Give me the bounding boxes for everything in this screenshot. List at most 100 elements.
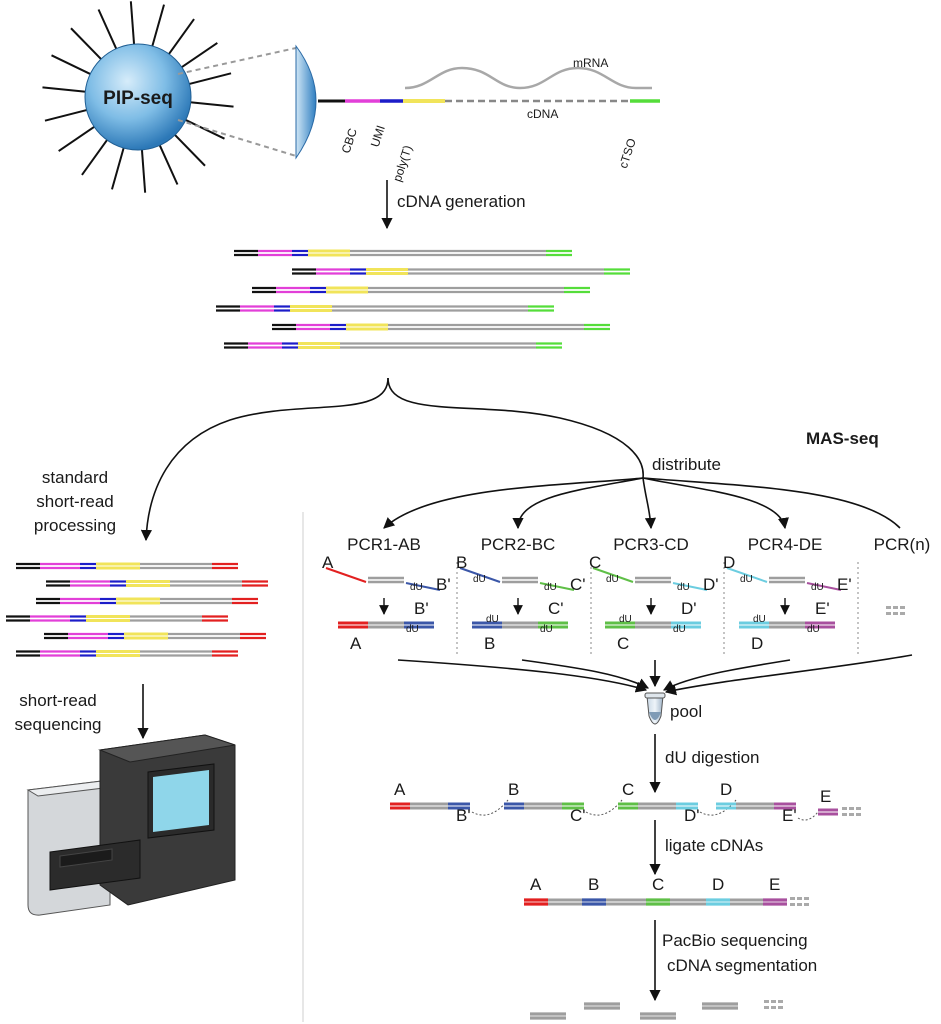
right-primer — [405, 582, 441, 591]
standard-processing-line3: processing — [34, 516, 116, 535]
short-read-molecule — [46, 580, 268, 587]
du-label: dU — [544, 582, 557, 593]
cbc-label: CBC — [339, 126, 360, 155]
ellipsis-block — [900, 612, 905, 615]
bead-ray — [150, 4, 165, 50]
frag-left-label: E — [820, 787, 831, 806]
frag-left-label: A — [394, 780, 406, 799]
du-label: dU — [619, 614, 632, 625]
ellipsis-block — [778, 1006, 783, 1009]
product-right-label: C' — [548, 599, 564, 618]
zoom-line-top — [177, 47, 297, 75]
left-primer-label: A — [322, 553, 334, 572]
digested-fragment: BC' — [504, 780, 623, 825]
ellipsis-block — [790, 903, 795, 906]
frag-left-label: D — [720, 780, 732, 799]
ellipsis-block — [893, 612, 898, 615]
ellipsis-block — [856, 813, 861, 816]
ellipsis-block — [764, 1000, 769, 1003]
concatemer-label: D — [712, 875, 724, 894]
mrna-wave — [404, 66, 652, 90]
ligate-cdnas-label: ligate cDNAs — [665, 836, 763, 855]
cdna-molecules-top — [216, 249, 630, 349]
short-read-molecule — [16, 650, 238, 657]
segmented-reads — [530, 1000, 783, 1020]
product-right-label: E' — [815, 599, 830, 618]
du-label: dU — [606, 574, 619, 585]
standard-processing-line1: standard — [42, 468, 108, 487]
mrna-label: mRNA — [573, 56, 608, 70]
left-primer — [592, 567, 634, 583]
pcr-title: PCR(n) — [874, 535, 931, 554]
ellipsis-block — [842, 813, 847, 816]
bead-ray — [186, 72, 232, 86]
mas-seq-title: MAS-seq — [806, 429, 879, 448]
frag-left-label: C — [622, 780, 634, 799]
frag-right-label: E' — [782, 806, 797, 825]
zoom-line-bottom — [177, 119, 297, 157]
bead-ray — [81, 137, 110, 176]
du-label: dU — [753, 614, 766, 625]
bead-ray — [172, 132, 206, 167]
ellipsis-block — [797, 897, 802, 900]
pcr-title: PCR4-DE — [748, 535, 823, 554]
bead-ray — [42, 86, 89, 94]
digested-fragment: D E' — [716, 780, 797, 825]
distribute-label: distribute — [652, 455, 721, 474]
frag-right-label: B' — [456, 806, 471, 825]
pcr-title: PCR3-CD — [613, 535, 689, 554]
du-label: dU — [740, 574, 753, 585]
frag-left-label: B — [508, 780, 519, 799]
ellipsis-block — [842, 807, 847, 810]
ellipsis-block — [886, 606, 891, 609]
du-label: dU — [677, 582, 690, 593]
du-digestion-label: dU digestion — [665, 748, 760, 767]
ellipsis-block — [804, 903, 809, 906]
digested-fragments: A B' BC'C D' D E' E — [390, 780, 861, 825]
digested-fragment: C D' — [618, 780, 737, 825]
left-primer — [325, 567, 367, 583]
short-read-sequencing-line1: short-read — [19, 691, 96, 710]
product-right-label: D' — [681, 599, 697, 618]
ligation-link — [471, 799, 509, 816]
bead-title: PIP-seq — [103, 88, 173, 109]
right-primer — [806, 582, 842, 591]
cdna-molecule — [252, 286, 590, 294]
right-primer-label: E' — [837, 575, 852, 594]
frag-right-label: D' — [684, 806, 700, 825]
cdna-molecules-short-read — [6, 562, 268, 657]
cdna-molecule — [216, 305, 554, 312]
right-primer — [672, 582, 708, 591]
pip-seq-bead — [84, 43, 192, 151]
cdna-molecule — [272, 323, 610, 331]
bead-ray — [157, 142, 179, 185]
cdna-generation-label: cDNA generation — [397, 192, 526, 211]
cdna-molecule — [292, 268, 630, 275]
product-right-label: B' — [414, 599, 429, 618]
short-read-molecule — [36, 597, 258, 605]
ellipsis-block — [804, 897, 809, 900]
bead-ray — [129, 1, 136, 48]
bead-ray — [58, 124, 98, 152]
bead-ray — [178, 42, 218, 70]
short-read-sequencer-icon — [26, 734, 236, 916]
du-label: dU — [486, 614, 499, 625]
pacbio-label-line1: PacBio sequencing — [662, 931, 808, 950]
left-primer-label: C — [589, 553, 601, 572]
branch-curve-right — [387, 377, 644, 479]
ligation-link — [797, 811, 819, 821]
ellipsis-block — [900, 606, 905, 609]
pcr-title: PCR1-AB — [347, 535, 421, 554]
product-left-label: A — [350, 634, 362, 653]
pool-arrows — [397, 654, 913, 696]
concatemer-label: A — [530, 875, 542, 894]
short-read-sequencing-line2: sequencing — [15, 715, 102, 734]
umi-label: UMI — [368, 124, 388, 149]
bead-surface-lens — [295, 44, 317, 160]
bead-ray — [140, 146, 147, 193]
du-label: dU — [406, 624, 419, 635]
ellipsis-block — [856, 807, 861, 810]
